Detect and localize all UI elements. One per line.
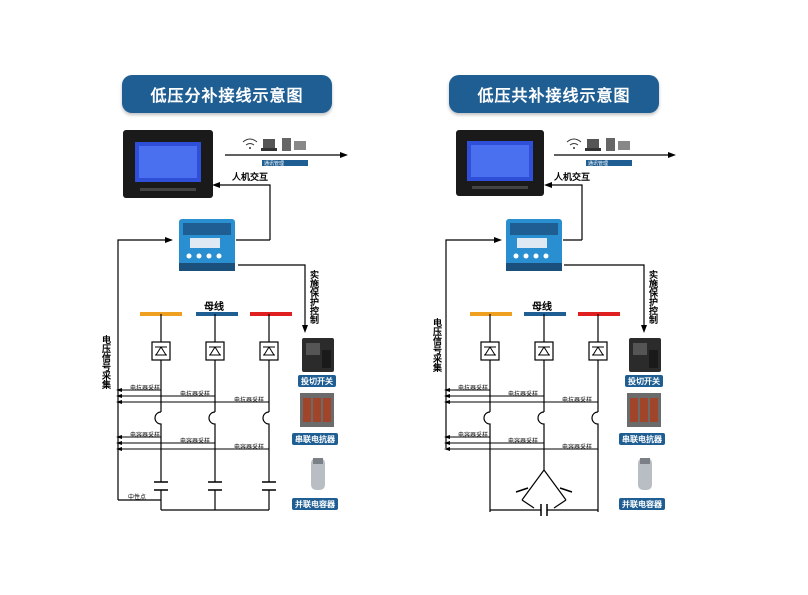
device-label-reactor: 串联电抗器 — [619, 433, 665, 445]
sample-label-6: 电容器采样 — [234, 444, 265, 451]
server-icon — [282, 138, 306, 151]
hmi-label: 人机交互 — [554, 173, 591, 183]
sample-label-1: 电抗器采样 — [458, 385, 489, 392]
protection-control-label: 实施保护控制 — [308, 270, 318, 324]
voltage-sampling-label: 电压信号采集 — [100, 335, 110, 389]
switch-device-icon — [302, 338, 334, 372]
device-label-capacitor: 并联电容器 — [619, 498, 665, 510]
protection-control-label: 实施保护控制 — [647, 270, 657, 324]
neutral-label: 中性点 — [128, 494, 147, 501]
sample-label-3: 电抗器采样 — [562, 397, 593, 404]
server-icon — [606, 138, 630, 151]
device-label-switch: 投切开关 — [625, 375, 663, 387]
capacitor-device-icon — [311, 458, 325, 490]
device-label-reactor: 串联电抗器 — [292, 433, 338, 445]
thyristor-switch-icon — [480, 341, 608, 361]
switch-device-icon — [629, 338, 661, 372]
comm-tag: 通讯管理 — [588, 161, 609, 167]
reactor-device-icon — [300, 393, 334, 427]
controller-module-icon — [506, 219, 562, 271]
computer-icon — [261, 139, 277, 151]
sample-label-4: 电容器采样 — [130, 432, 161, 439]
reactor-icon — [154, 411, 270, 428]
reactor-icon — [483, 411, 599, 428]
sample-label-2: 电抗器采样 — [180, 391, 211, 398]
controller-module-icon — [179, 219, 235, 271]
wifi-icon — [242, 138, 258, 149]
hmi-label: 人机交互 — [232, 173, 269, 183]
busbar-label: 母线 — [204, 302, 224, 313]
right-title: 低压共补接线示意图 — [449, 75, 659, 113]
sample-label-3: 电抗器采样 — [234, 397, 265, 404]
right-wiring-diagram — [444, 130, 676, 516]
comm-tag: 通讯管理 — [264, 161, 285, 167]
capacitor-icon — [154, 481, 276, 491]
left-title: 低压分补接线示意图 — [122, 75, 332, 113]
computer-icon — [585, 139, 601, 151]
touchscreen-monitor-icon — [123, 130, 213, 198]
sample-label-6: 电容器采样 — [562, 444, 593, 451]
touchscreen-monitor-icon — [456, 130, 544, 196]
device-label-capacitor: 并联电容器 — [292, 498, 338, 510]
sample-label-5: 电容器采样 — [180, 438, 211, 445]
busbar-label: 母线 — [532, 302, 552, 313]
thyristor-switch-icon — [151, 341, 279, 361]
sample-label-4: 电容器采样 — [458, 432, 489, 439]
voltage-sampling-label: 电压信号采集 — [431, 318, 441, 372]
reactor-device-icon — [627, 393, 661, 427]
wifi-icon — [566, 138, 582, 149]
delta-capacitor-network — [489, 428, 599, 516]
capacitor-device-icon — [638, 458, 652, 490]
sample-label-2: 电抗器采样 — [508, 391, 539, 398]
right-panel: 低压共补接线示意图 — [404, 0, 808, 595]
device-label-switch: 投切开关 — [298, 375, 336, 387]
left-panel: 低压分补接线示意图 — [100, 75, 348, 511]
left-wiring-diagram — [116, 130, 348, 511]
sample-label-1: 电抗器采样 — [130, 385, 161, 392]
sample-label-5: 电容器采样 — [508, 438, 539, 445]
